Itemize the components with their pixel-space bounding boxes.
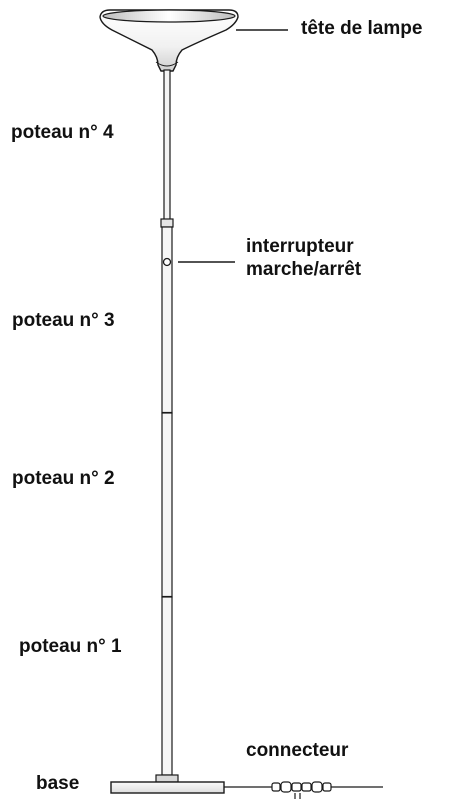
switch-label: interrupteur marche/arrêt — [246, 236, 361, 282]
pole-2 — [161, 412, 173, 598]
pole-4 — [163, 69, 171, 223]
cord-connector — [271, 781, 332, 799]
pole-4-label: poteau n° 4 — [11, 122, 114, 143]
pole-2-label: poteau n° 2 — [12, 468, 115, 489]
lamp-head — [99, 9, 239, 72]
switch-label-line-2: marche/arrêt — [246, 258, 362, 280]
pole-joint-upper — [160, 218, 174, 228]
base-collar — [155, 774, 179, 783]
pole-3-label: poteau n° 3 — [12, 310, 115, 331]
pole-3 — [161, 226, 173, 414]
connector-label: connecteur — [246, 740, 349, 761]
pole-1-label: poteau n° 1 — [19, 636, 122, 657]
on-off-switch — [162, 257, 172, 267]
switch-label-line-1: interrupteur — [246, 236, 354, 257]
base-plate — [110, 781, 225, 794]
pole-1 — [161, 596, 173, 776]
base-label: base — [36, 773, 80, 794]
lamp-head-label: tête de lampe — [301, 18, 423, 39]
